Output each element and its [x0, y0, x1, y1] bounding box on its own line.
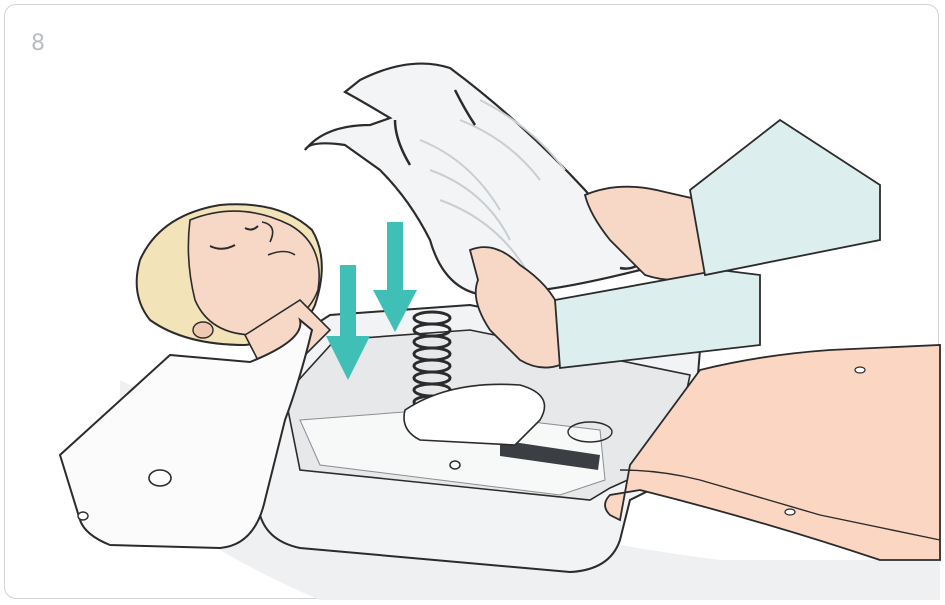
torso-hole — [855, 367, 865, 373]
ear — [193, 322, 213, 338]
torso-hole — [785, 509, 795, 515]
left-sleeve — [555, 270, 760, 368]
right-sleeve — [690, 120, 880, 275]
face-shield-tab-hole — [78, 512, 88, 520]
face-shield-hole — [149, 470, 171, 486]
